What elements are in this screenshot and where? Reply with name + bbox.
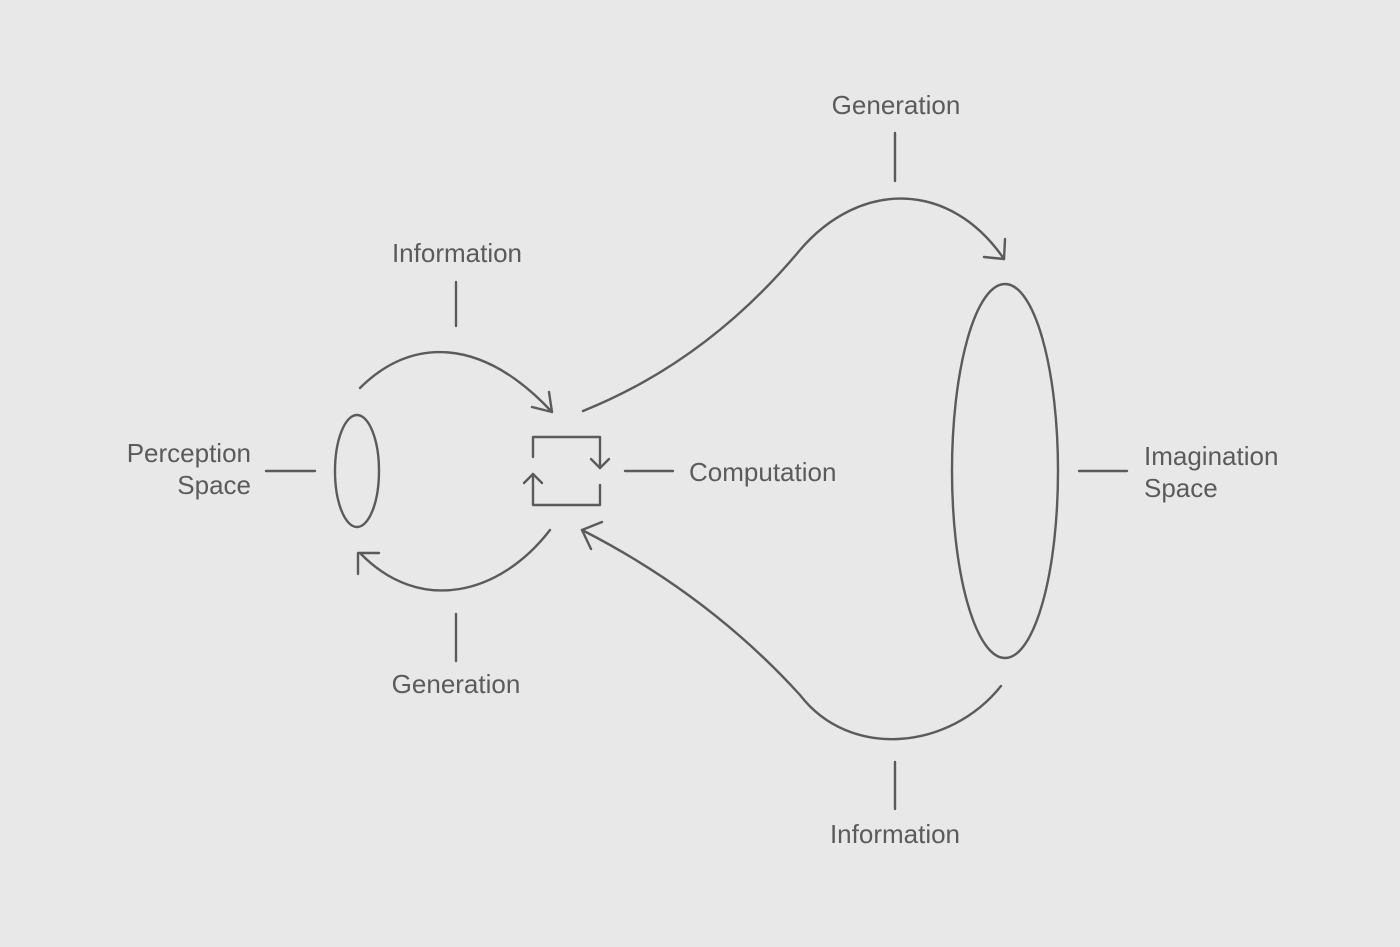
information-arrow-left (358, 350, 554, 414)
information-right-label: Information (830, 819, 960, 849)
information-left-label: Information (392, 238, 522, 268)
perception-label-line1: Perception (127, 438, 251, 468)
generation-right-label: Generation (832, 90, 961, 120)
perception-label-line2: Space (177, 470, 251, 500)
generation-arrow-right (581, 197, 1007, 413)
imagination-label-line1: Imagination (1144, 441, 1278, 471)
generation-left-label: Generation (392, 669, 521, 699)
imagination-label-line2: Space (1144, 473, 1218, 503)
imagination-space-node (950, 282, 1060, 660)
information-arrow-right (580, 520, 1003, 741)
generation-arrow-left (356, 528, 552, 592)
cycle-loop-icon (522, 435, 611, 507)
computation-label: Computation (689, 457, 836, 487)
perception-space-node (333, 413, 381, 529)
